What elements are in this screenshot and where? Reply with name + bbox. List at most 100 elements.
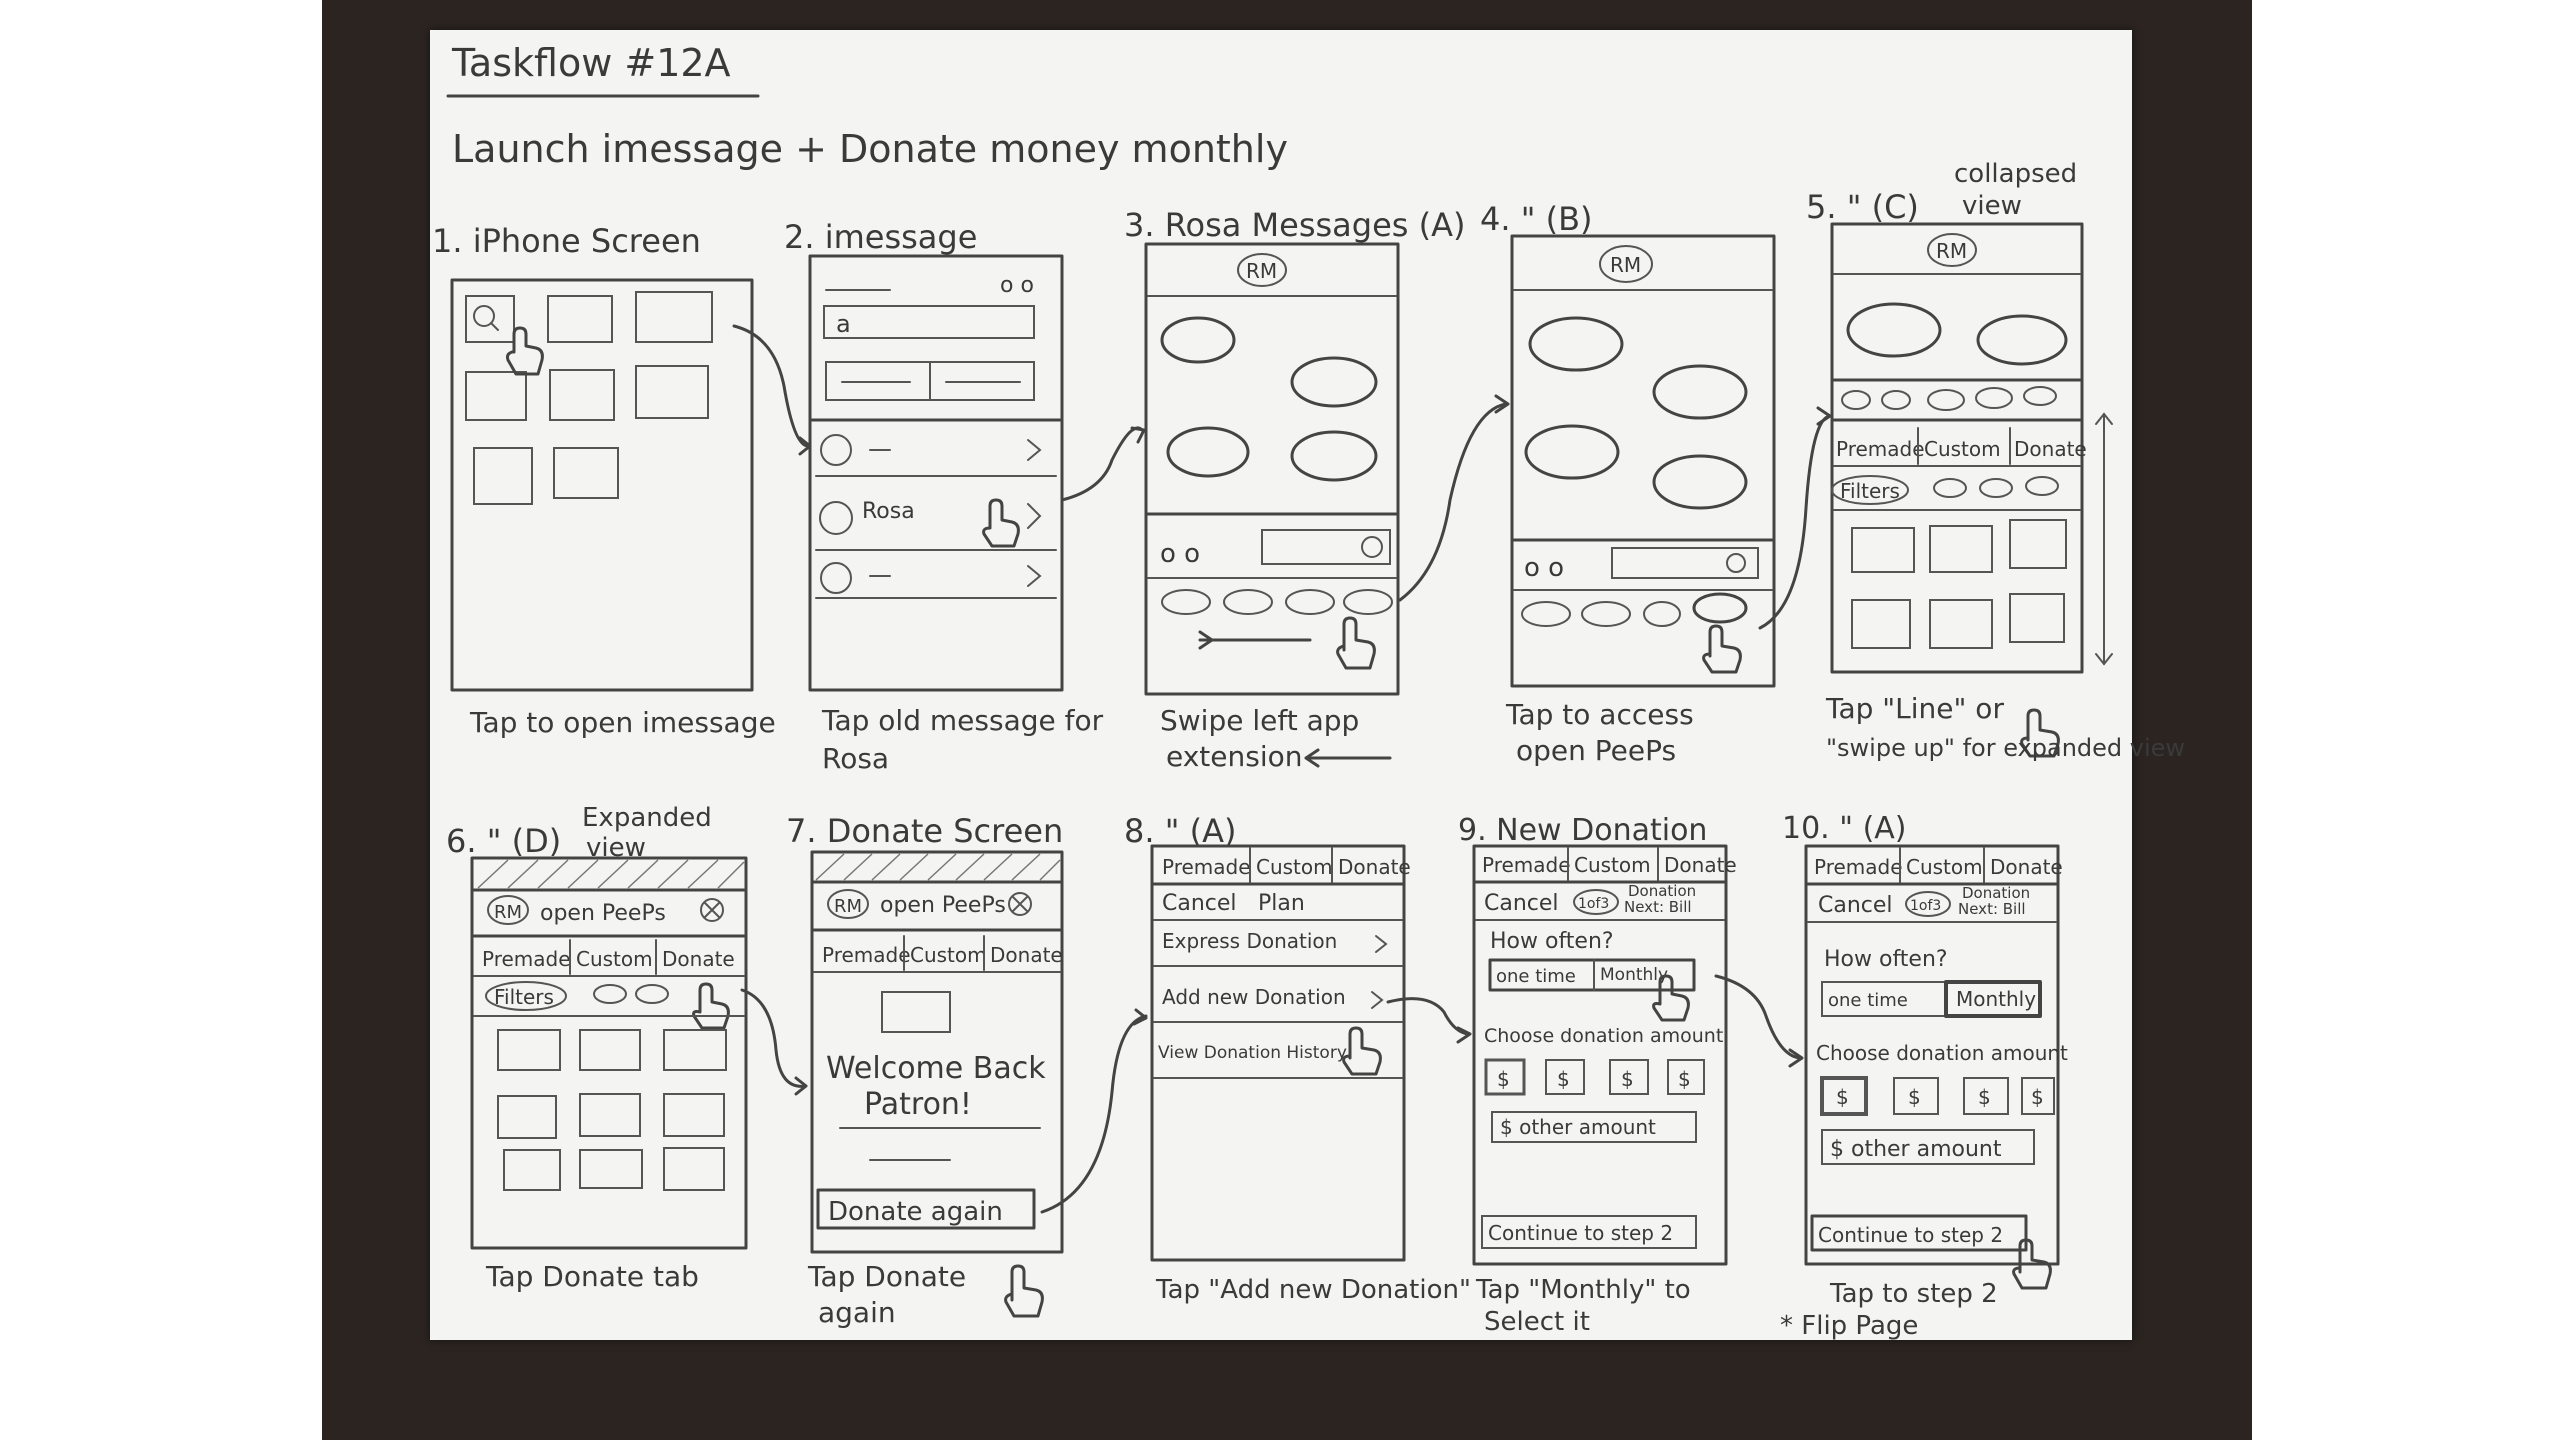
svg-text:Donation: Donation [1962,884,2030,902]
svg-text:Custom: Custom [1574,853,1651,877]
step-5-caption-line1: Tap "Line" or [1825,692,2004,725]
svg-text:$: $ [1678,1067,1691,1091]
step-3-heading: 3. Rosa Messages (A) [1124,206,1465,244]
svg-text:Cancel: Cancel [1484,891,1559,916]
tap-hand-icon [692,982,730,1030]
svg-text:Premade: Premade [1482,853,1571,877]
swipe-hand-icon [1336,616,1376,670]
taskflow-subtitle: Launch imessage + Donate money monthly [452,127,1288,171]
tap-hand-icon [2012,1238,2052,1290]
frame-6-expanded-view: RM open PeePs Premade Custom Donate Filt… [470,856,748,1250]
svg-text:$: $ [1836,1085,1849,1109]
svg-text:open PeePs: open PeePs [540,901,666,926]
svg-text:Donate: Donate [1664,853,1737,877]
svg-text:Choose donation amount: Choose donation amount [1484,1025,1723,1047]
svg-text:Premade: Premade [1814,855,1903,879]
step-9-caption-line1: Tap "Monthly" to [1475,1275,1691,1305]
arrow-6-to-7 [740,988,808,1088]
step-10-caption-line1: Tap to step 2 [1829,1279,1998,1309]
step-8-caption: Tap "Add new Donation" [1155,1275,1471,1305]
svg-text:o o: o o [1000,273,1034,298]
step-1-heading: 1. iPhone Screen [432,222,701,260]
search-field-text: a [836,310,851,338]
taskflow-title: Taskflow #12A [451,41,731,85]
svg-text:Plan: Plan [1258,891,1305,916]
svg-text:Premade: Premade [822,943,911,967]
svg-text:RM: RM [1610,253,1641,277]
contact-rosa: Rosa [862,499,915,524]
svg-text:Custom: Custom [910,943,987,967]
arrow-3-to-4 [1398,402,1508,602]
svg-text:Premade: Premade [482,947,571,971]
frame-2-imessage: o o a Rosa [808,254,1064,692]
step-9-heading: 9. New Donation [1458,813,1707,848]
close-icon [1012,896,1028,912]
svg-text:Continue to step 2: Continue to step 2 [1818,1223,2003,1247]
svg-text:Premade: Premade [1836,437,1925,461]
svg-text:Next: Bill: Next: Bill [1624,898,1692,916]
step-6-heading: 6. " (D) [446,822,561,860]
svg-text:Custom: Custom [1906,855,1983,879]
svg-text:open PeePs: open PeePs [880,893,1006,918]
frame-1-iphone-screen [450,278,754,692]
sketch-paper [430,30,2132,1340]
svg-text:Choose donation amount: Choose donation amount [1816,1041,2068,1065]
svg-text:Premade: Premade [1162,855,1251,879]
step-2-caption-line1: Tap old message for [821,704,1104,737]
svg-text:$: $ [1908,1085,1921,1109]
svg-text:Next: Bill: Next: Bill [1958,900,2026,918]
svg-text:$: $ [1621,1067,1634,1091]
step-5-caption-line2: "swipe up" for expanded view [1826,734,2185,762]
svg-text:$: $ [1978,1085,1991,1109]
close-icon [704,902,720,918]
step-7-caption-line1: Tap Donate [807,1260,966,1293]
svg-text:Filters: Filters [1840,479,1900,503]
svg-text:Donate: Donate [1990,855,2063,879]
svg-text:How often?: How often? [1824,947,1948,972]
step-7-caption-line2: again [818,1296,896,1329]
svg-text:RM: RM [1936,239,1967,263]
svg-text:one time: one time [1496,966,1576,987]
step-2-caption-line2: Rosa [822,742,889,775]
svg-text:Custom: Custom [1924,437,2001,461]
tap-hand-icon [1004,1264,1044,1318]
svg-text:Cancel: Cancel [1162,891,1237,916]
arrow-9-to-10 [1714,974,1802,1060]
step-9-caption-line2: Select it [1484,1307,1590,1337]
step-3-caption-line1: Swipe left app [1160,704,1359,737]
step-5-note-line2: view [1962,191,2022,221]
step-5-heading: 5. " (C) [1806,188,1919,226]
flow-arrows [732,324,1832,1214]
step-4-caption-line1: Tap to access [1505,698,1694,731]
svg-text:Monthly: Monthly [1600,965,1668,985]
svg-text:1of3: 1of3 [1578,896,1609,912]
step-6-note-line1: Expanded [582,803,712,833]
frame-9-new-donation: Premade Custom Donate Cancel 1of3 Donati… [1472,844,1737,1266]
step-5-note-line1: collapsed [1954,159,2077,189]
step-6-caption: Tap Donate tab [485,1260,699,1293]
svg-text:1of3: 1of3 [1910,898,1941,914]
svg-text:How often?: How often? [1490,929,1614,954]
svg-text:$ other amount: $ other amount [1830,1137,2002,1162]
donate-again-button: Donate again [828,1197,1003,1227]
svg-text:Donate: Donate [2014,437,2087,461]
svg-text:View Donation History: View Donation History [1158,1043,1347,1063]
svg-text:one time: one time [1828,990,1908,1011]
tap-hand-icon [1702,624,1742,674]
tap-hand-icon [982,498,1020,548]
svg-text:Monthly: Monthly [1956,987,2036,1011]
svg-text:Custom: Custom [1256,855,1333,879]
tap-hand-icon [2020,708,2060,758]
tap-hand-icon [1652,974,1690,1022]
svg-text:RM: RM [834,896,862,917]
svg-text:Cancel: Cancel [1818,893,1893,918]
svg-text:$: $ [2031,1085,2044,1109]
svg-text:Donation: Donation [1628,882,1696,900]
tap-hand-icon [1342,1026,1382,1076]
step-2-heading: 2. imessage [784,218,977,256]
svg-text:Add new Donation: Add new Donation [1162,985,1346,1009]
svg-text:Donate: Donate [990,943,1063,967]
step-8-heading: 8. " (A) [1124,812,1236,850]
svg-text:RM: RM [1246,259,1277,283]
